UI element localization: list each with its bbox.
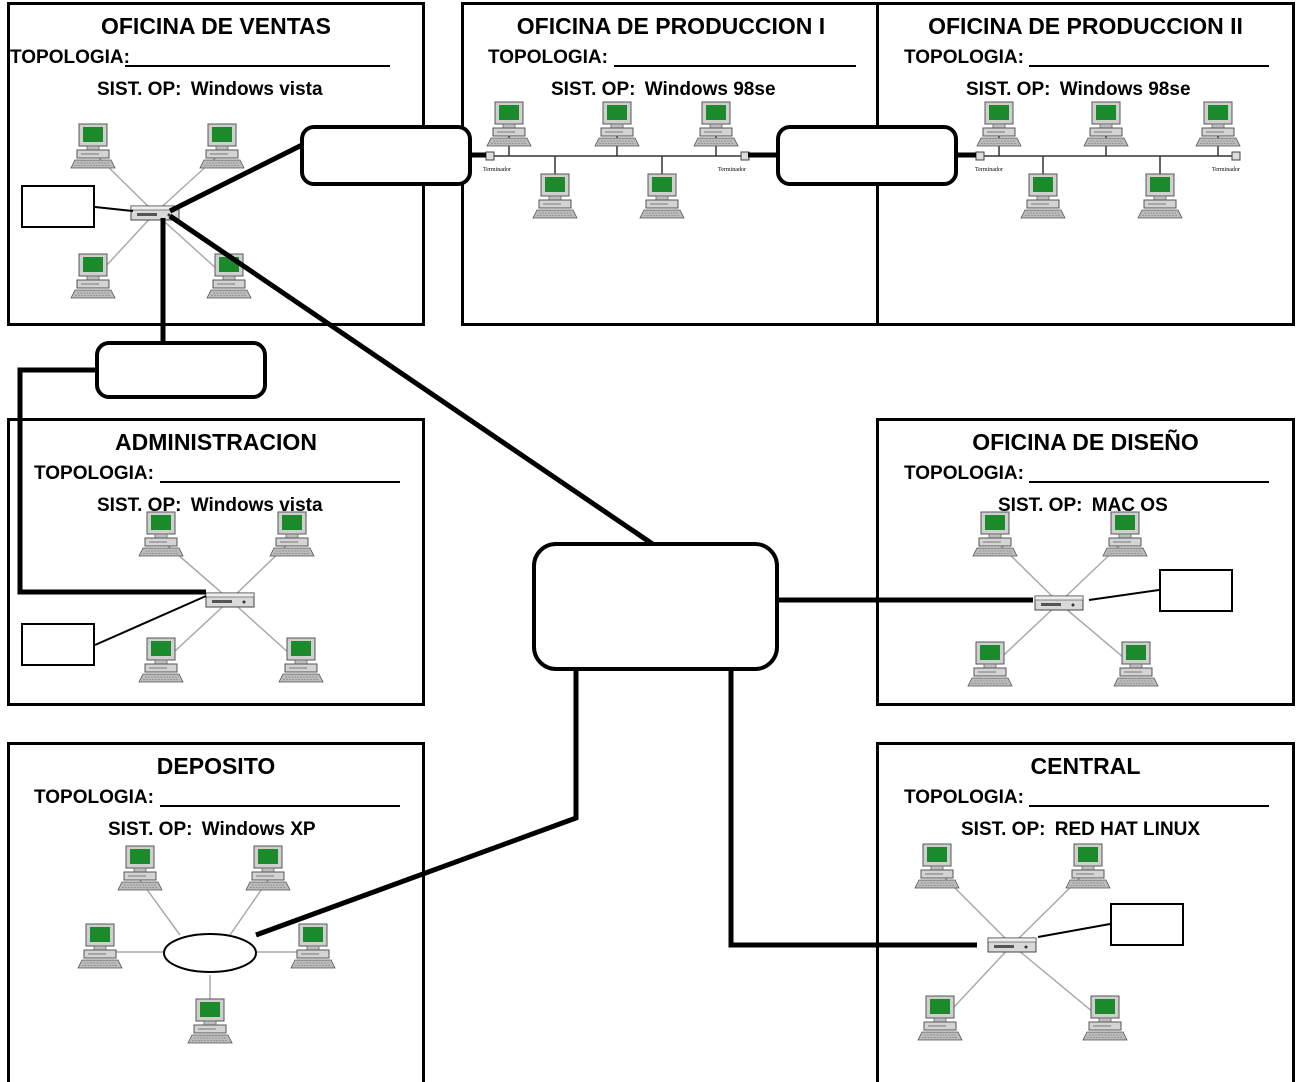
office-central: CENTRAL TOPOLOGIA: SIST. OP: RED HAT LIN… (876, 742, 1295, 1082)
link-box-ventas-administracion[interactable] (95, 341, 267, 399)
office-title: CENTRAL (1030, 753, 1141, 779)
office-title: OFICINA DE PRODUCCION I (516, 13, 826, 39)
topology-blank (125, 47, 390, 67)
os-value: Windows 98se (1059, 79, 1191, 100)
office-deposito: DEPOSITO TOPOLOGIA: SIST. OP: Windows XP (7, 742, 425, 1082)
terminator-label: Terminador (1212, 167, 1240, 173)
label-box-diseno[interactable] (1159, 569, 1233, 612)
link-box-produccion-1-2[interactable] (776, 125, 958, 186)
topology-label: TOPOLOGIA: (34, 463, 154, 484)
label-box-administracion[interactable] (21, 623, 95, 666)
office-diseno: OFICINA DE DISEÑO TOPOLOGIA: SIST. OP: M… (876, 418, 1295, 706)
topology-blank (160, 463, 400, 483)
os-label: SIST. OP: (966, 79, 1051, 100)
topology-label: TOPOLOGIA: (904, 463, 1024, 484)
topology-blank (1029, 463, 1269, 483)
office-title: OFICINA DE VENTAS (100, 13, 331, 39)
topology-blank (160, 787, 400, 807)
link-box-central-backbone[interactable] (532, 542, 779, 671)
os-label: SIST. OP: (108, 819, 193, 840)
office-title: OFICINA DE PRODUCCION II (928, 13, 1243, 39)
os-value: RED HAT LINUX (1054, 819, 1201, 840)
os-label: SIST. OP: (998, 495, 1083, 516)
os-value: MAC OS (1091, 495, 1168, 516)
label-box-central[interactable] (1110, 903, 1184, 946)
topology-label: TOPOLOGIA: (488, 47, 608, 68)
topology-label: TOPOLOGIA: (10, 47, 130, 68)
terminator-label: Terminador (483, 167, 511, 173)
topology-blank (1029, 47, 1269, 67)
topology-label: TOPOLOGIA: (904, 787, 1024, 808)
topology-blank (1029, 787, 1269, 807)
os-value: Windows vista (190, 495, 323, 516)
os-label: SIST. OP: (97, 79, 182, 100)
office-title: DEPOSITO (156, 753, 276, 779)
terminator-label: Terminador (718, 167, 746, 173)
link-box-ventas-produccion[interactable] (300, 125, 472, 186)
os-value: Windows XP (201, 819, 316, 840)
os-value: Windows 98se (644, 79, 776, 100)
office-produccion-2: OFICINA DE PRODUCCION II TOPOLOGIA: SIST… (876, 2, 1295, 326)
office-title: ADMINISTRACION (115, 429, 317, 455)
os-value: Windows vista (190, 79, 323, 100)
os-label: SIST. OP: (551, 79, 636, 100)
label-box-ventas[interactable] (21, 185, 95, 228)
topology-blank (614, 47, 856, 67)
topology-label: TOPOLOGIA: (904, 47, 1024, 68)
office-title: OFICINA DE DISEÑO (972, 429, 1199, 455)
terminator-label: Terminador (975, 167, 1003, 173)
os-label: SIST. OP: (97, 495, 182, 516)
os-label: SIST. OP: (961, 819, 1046, 840)
topology-label: TOPOLOGIA: (34, 787, 154, 808)
